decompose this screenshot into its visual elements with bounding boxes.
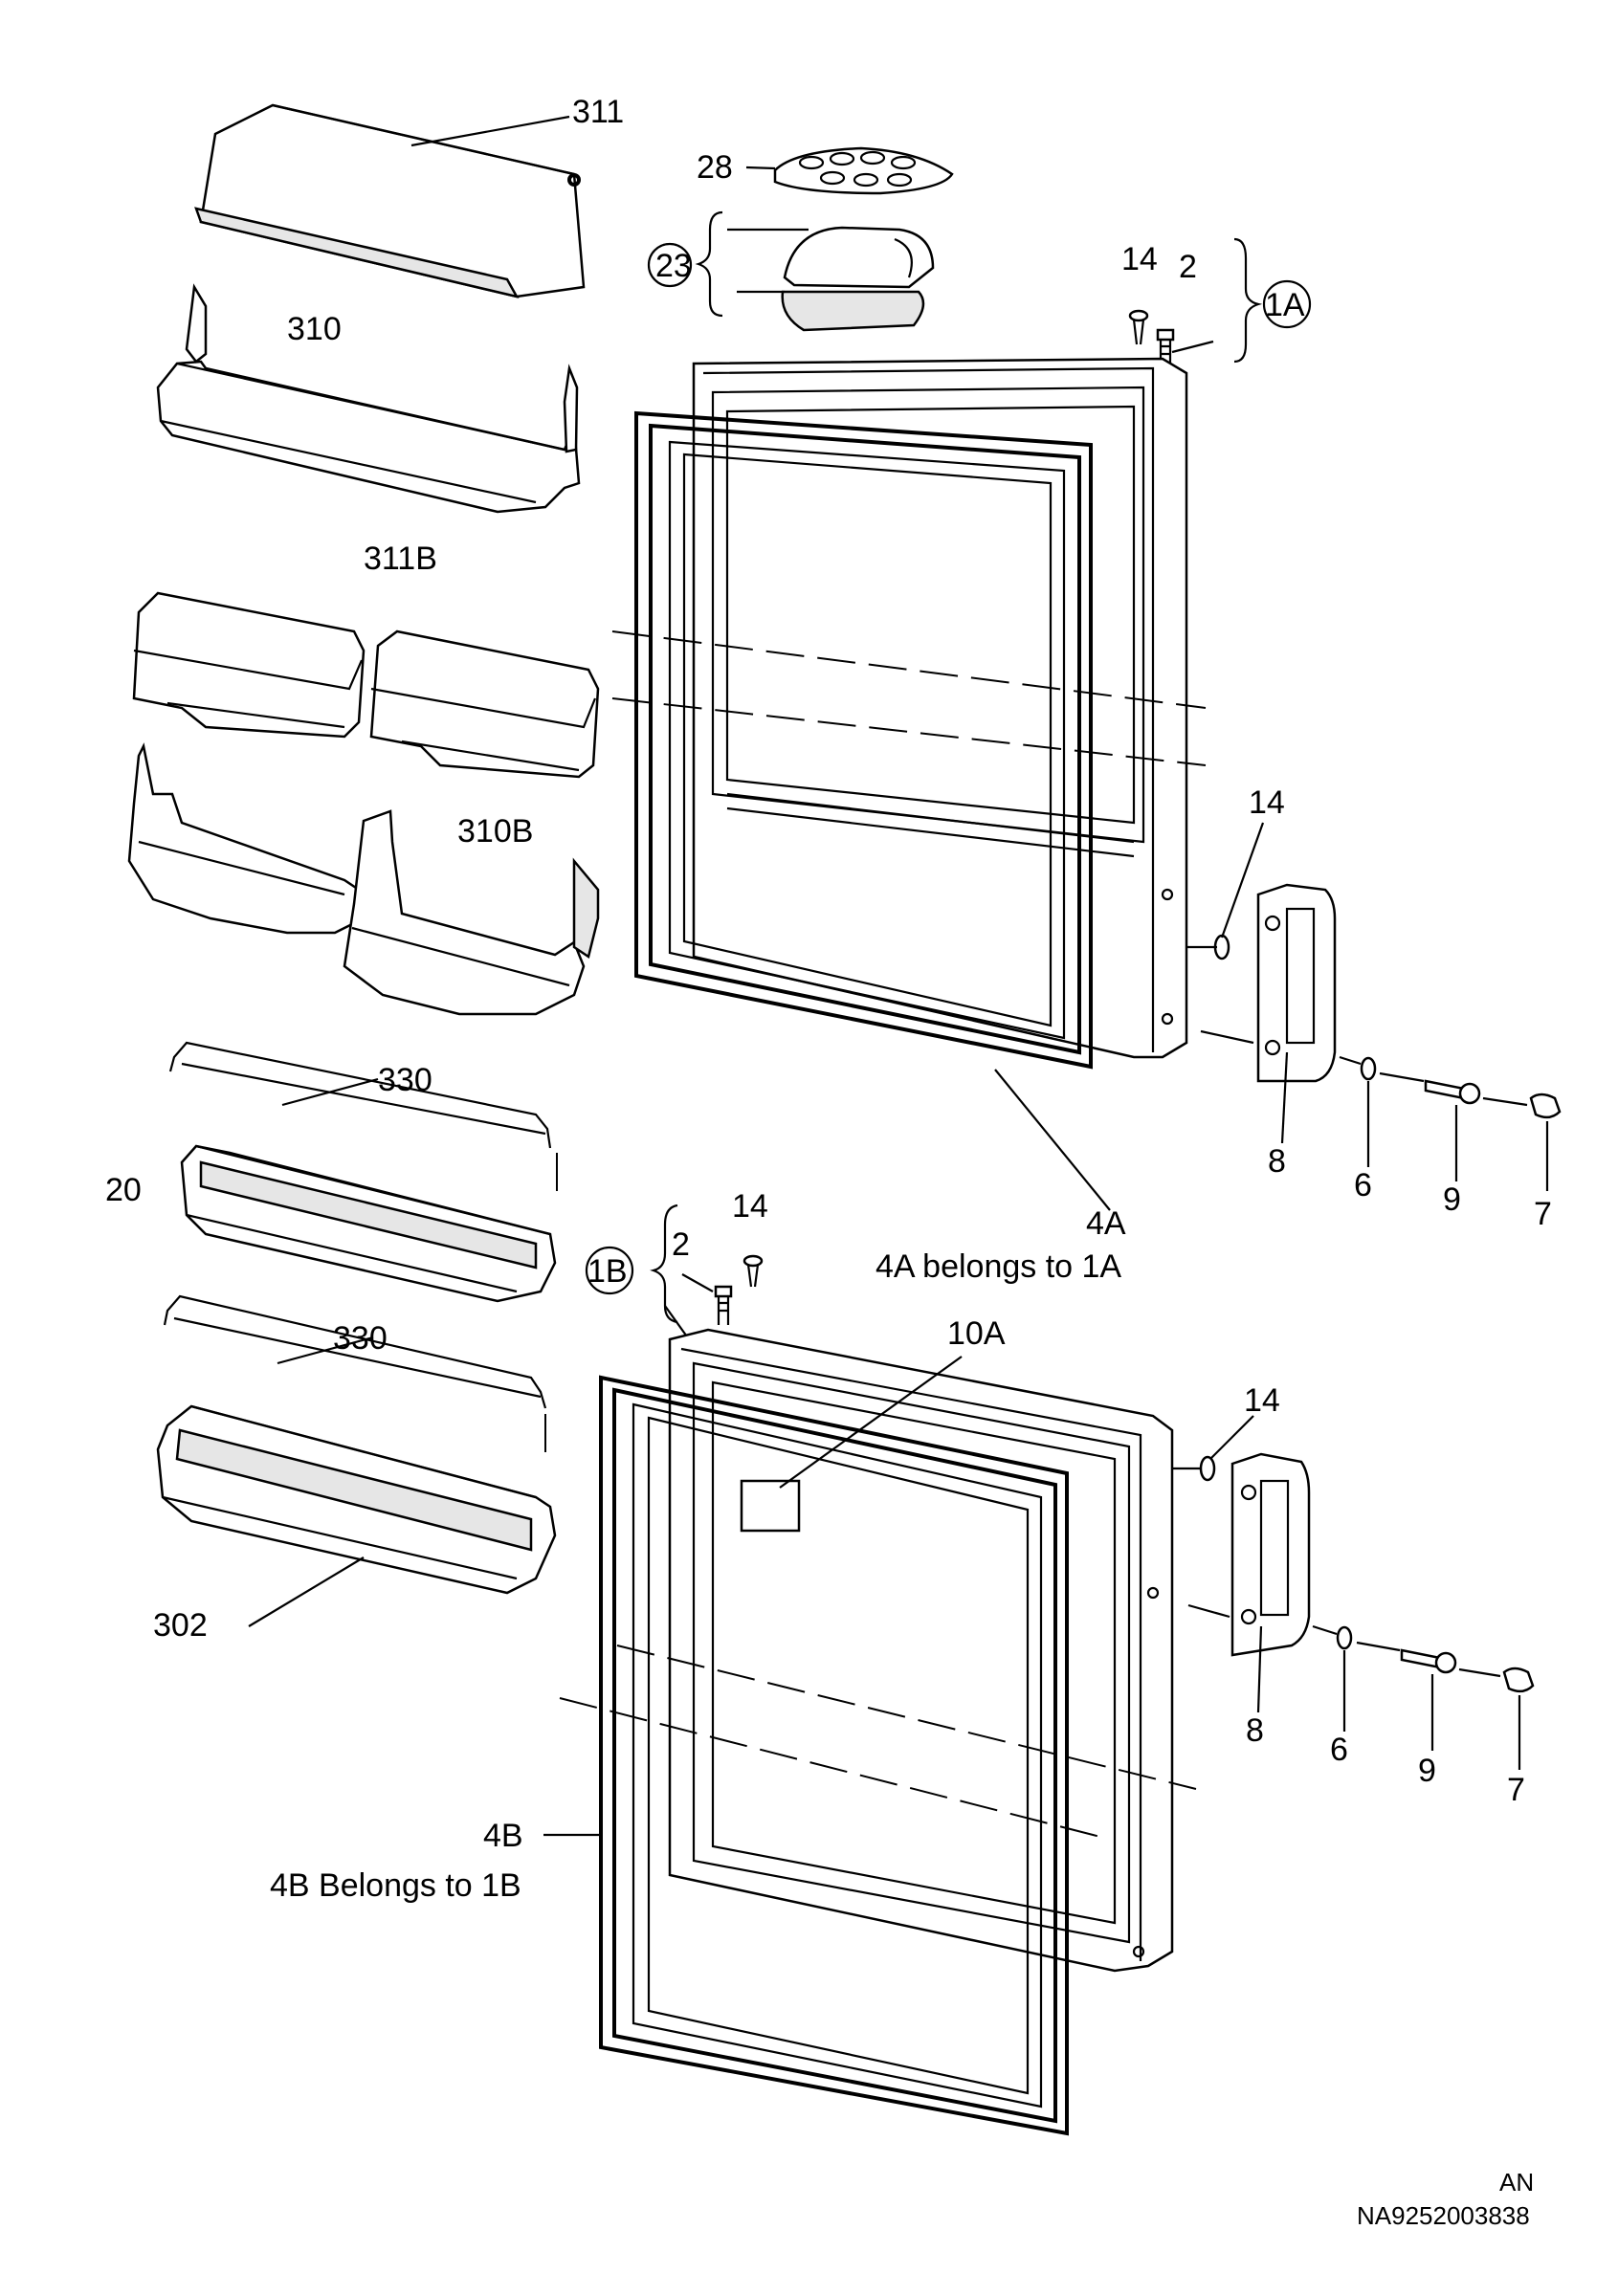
label-7-upper: 7 [1534,1196,1552,1232]
leader-8b-to-door [1187,1603,1230,1619]
circle-23 [647,242,693,288]
label-302: 302 [153,1607,208,1644]
leader-8-to-door [1200,1029,1254,1045]
part-330-wire-bar-lower [163,1294,547,1464]
label-8-upper: 8 [1268,1143,1286,1180]
brace-23 [695,210,723,318]
label-4A: 4A [1086,1205,1126,1242]
part-8-handle-lower [1230,1452,1311,1657]
part-23-butter-dish [781,226,935,332]
part-330-wire-bar-upper [168,1041,558,1201]
label-2-lower: 2 [672,1226,690,1263]
label-310: 310 [287,311,342,347]
part-8-handle-upper [1256,883,1337,1083]
label-6-upper: 6 [1354,1167,1372,1203]
part-6-washer-upper [1339,1055,1377,1167]
part-14-pin-lower [743,1254,764,1288]
part-4B-gasket [599,1375,1069,2136]
label-8-lower: 8 [1246,1712,1264,1749]
leader-28 [745,166,776,170]
leader-311 [410,115,570,147]
leader-10A [779,1356,963,1489]
leader-8-upper [1280,1051,1289,1144]
part-302-shelf [156,1404,557,1595]
label-10A: 10A [947,1315,1006,1352]
label-1B: 1B [587,1253,628,1290]
leader-2-lower [681,1273,714,1292]
part-6-washer-lower [1312,1624,1353,1732]
part-10A-label [740,1479,801,1533]
footer-code-line1: AN [1499,2168,1534,2197]
label-14-right: 14 [1244,1382,1280,1419]
part-4A-gasket [634,410,1093,1070]
label-14-lower: 14 [732,1188,768,1225]
part-9-screw-upper [1379,1071,1481,1181]
part-14-pin-mid [1186,934,1230,960]
part-14-pin-top [1128,309,1149,345]
circle-1A [1262,279,1312,329]
break-line-upper-a [611,697,1207,766]
label-2-top: 2 [1179,249,1197,285]
label-311: 311 [572,94,624,130]
label-20: 20 [105,1172,142,1208]
label-7-lower: 7 [1507,1772,1525,1808]
break-line-upper-b [611,630,1207,709]
break-line-lower-a [616,1645,1197,1790]
label-14-top: 14 [1121,241,1158,277]
part-310-shelf [156,283,581,514]
footer-code-line2: NA9252003838 [1357,2201,1530,2230]
label-9-lower: 9 [1418,1753,1436,1789]
leader-8-lower [1256,1625,1263,1713]
leader-330-upper [281,1077,379,1107]
label-4A-note: 4A belongs to 1A [875,1248,1121,1285]
label-310B: 310B [457,813,533,850]
label-9-upper: 9 [1443,1181,1461,1218]
part-310B-bins [127,742,600,1016]
leader-14-right [1209,1415,1254,1460]
upper-door-1A [692,357,1188,1059]
label-330-lower: 330 [333,1320,388,1357]
label-6-lower: 6 [1330,1732,1348,1768]
label-311B: 311B [364,541,437,577]
leader-4A [994,1069,1111,1211]
part-311B-lidded-boxes [132,591,600,779]
part-311-cover [194,103,586,298]
part-28-egg-tray [773,146,954,195]
leader-302 [248,1556,365,1627]
part-2-screw-top [1156,328,1175,365]
part-9-screw-lower [1356,1641,1457,1751]
label-4B: 4B [483,1818,523,1854]
label-330-upper: 330 [378,1062,432,1098]
label-1A: 1A [1265,287,1305,323]
label-23: 23 [655,248,692,284]
break-line-lower-b [559,1697,1101,1838]
leader-1A [1171,340,1214,354]
brace-1A [1233,237,1263,364]
lower-door-1B [668,1328,1174,1973]
leader-330-lower [277,1336,374,1365]
brace-1B [650,1203,678,1324]
part-7-cap-lower [1458,1667,1535,1770]
label-4B-note: 4B Belongs to 1B [270,1867,521,1904]
leader-1B [664,1305,690,1340]
circle-1B [585,1246,634,1295]
part-20-shelf [180,1144,557,1303]
part-14-pin-right [1172,1455,1216,1482]
part-2-screw-lower [714,1285,733,1325]
part-7-cap-upper [1482,1093,1562,1191]
label-14-mid: 14 [1249,784,1285,821]
leader-14-mid [1220,822,1265,938]
label-28: 28 [697,149,733,186]
